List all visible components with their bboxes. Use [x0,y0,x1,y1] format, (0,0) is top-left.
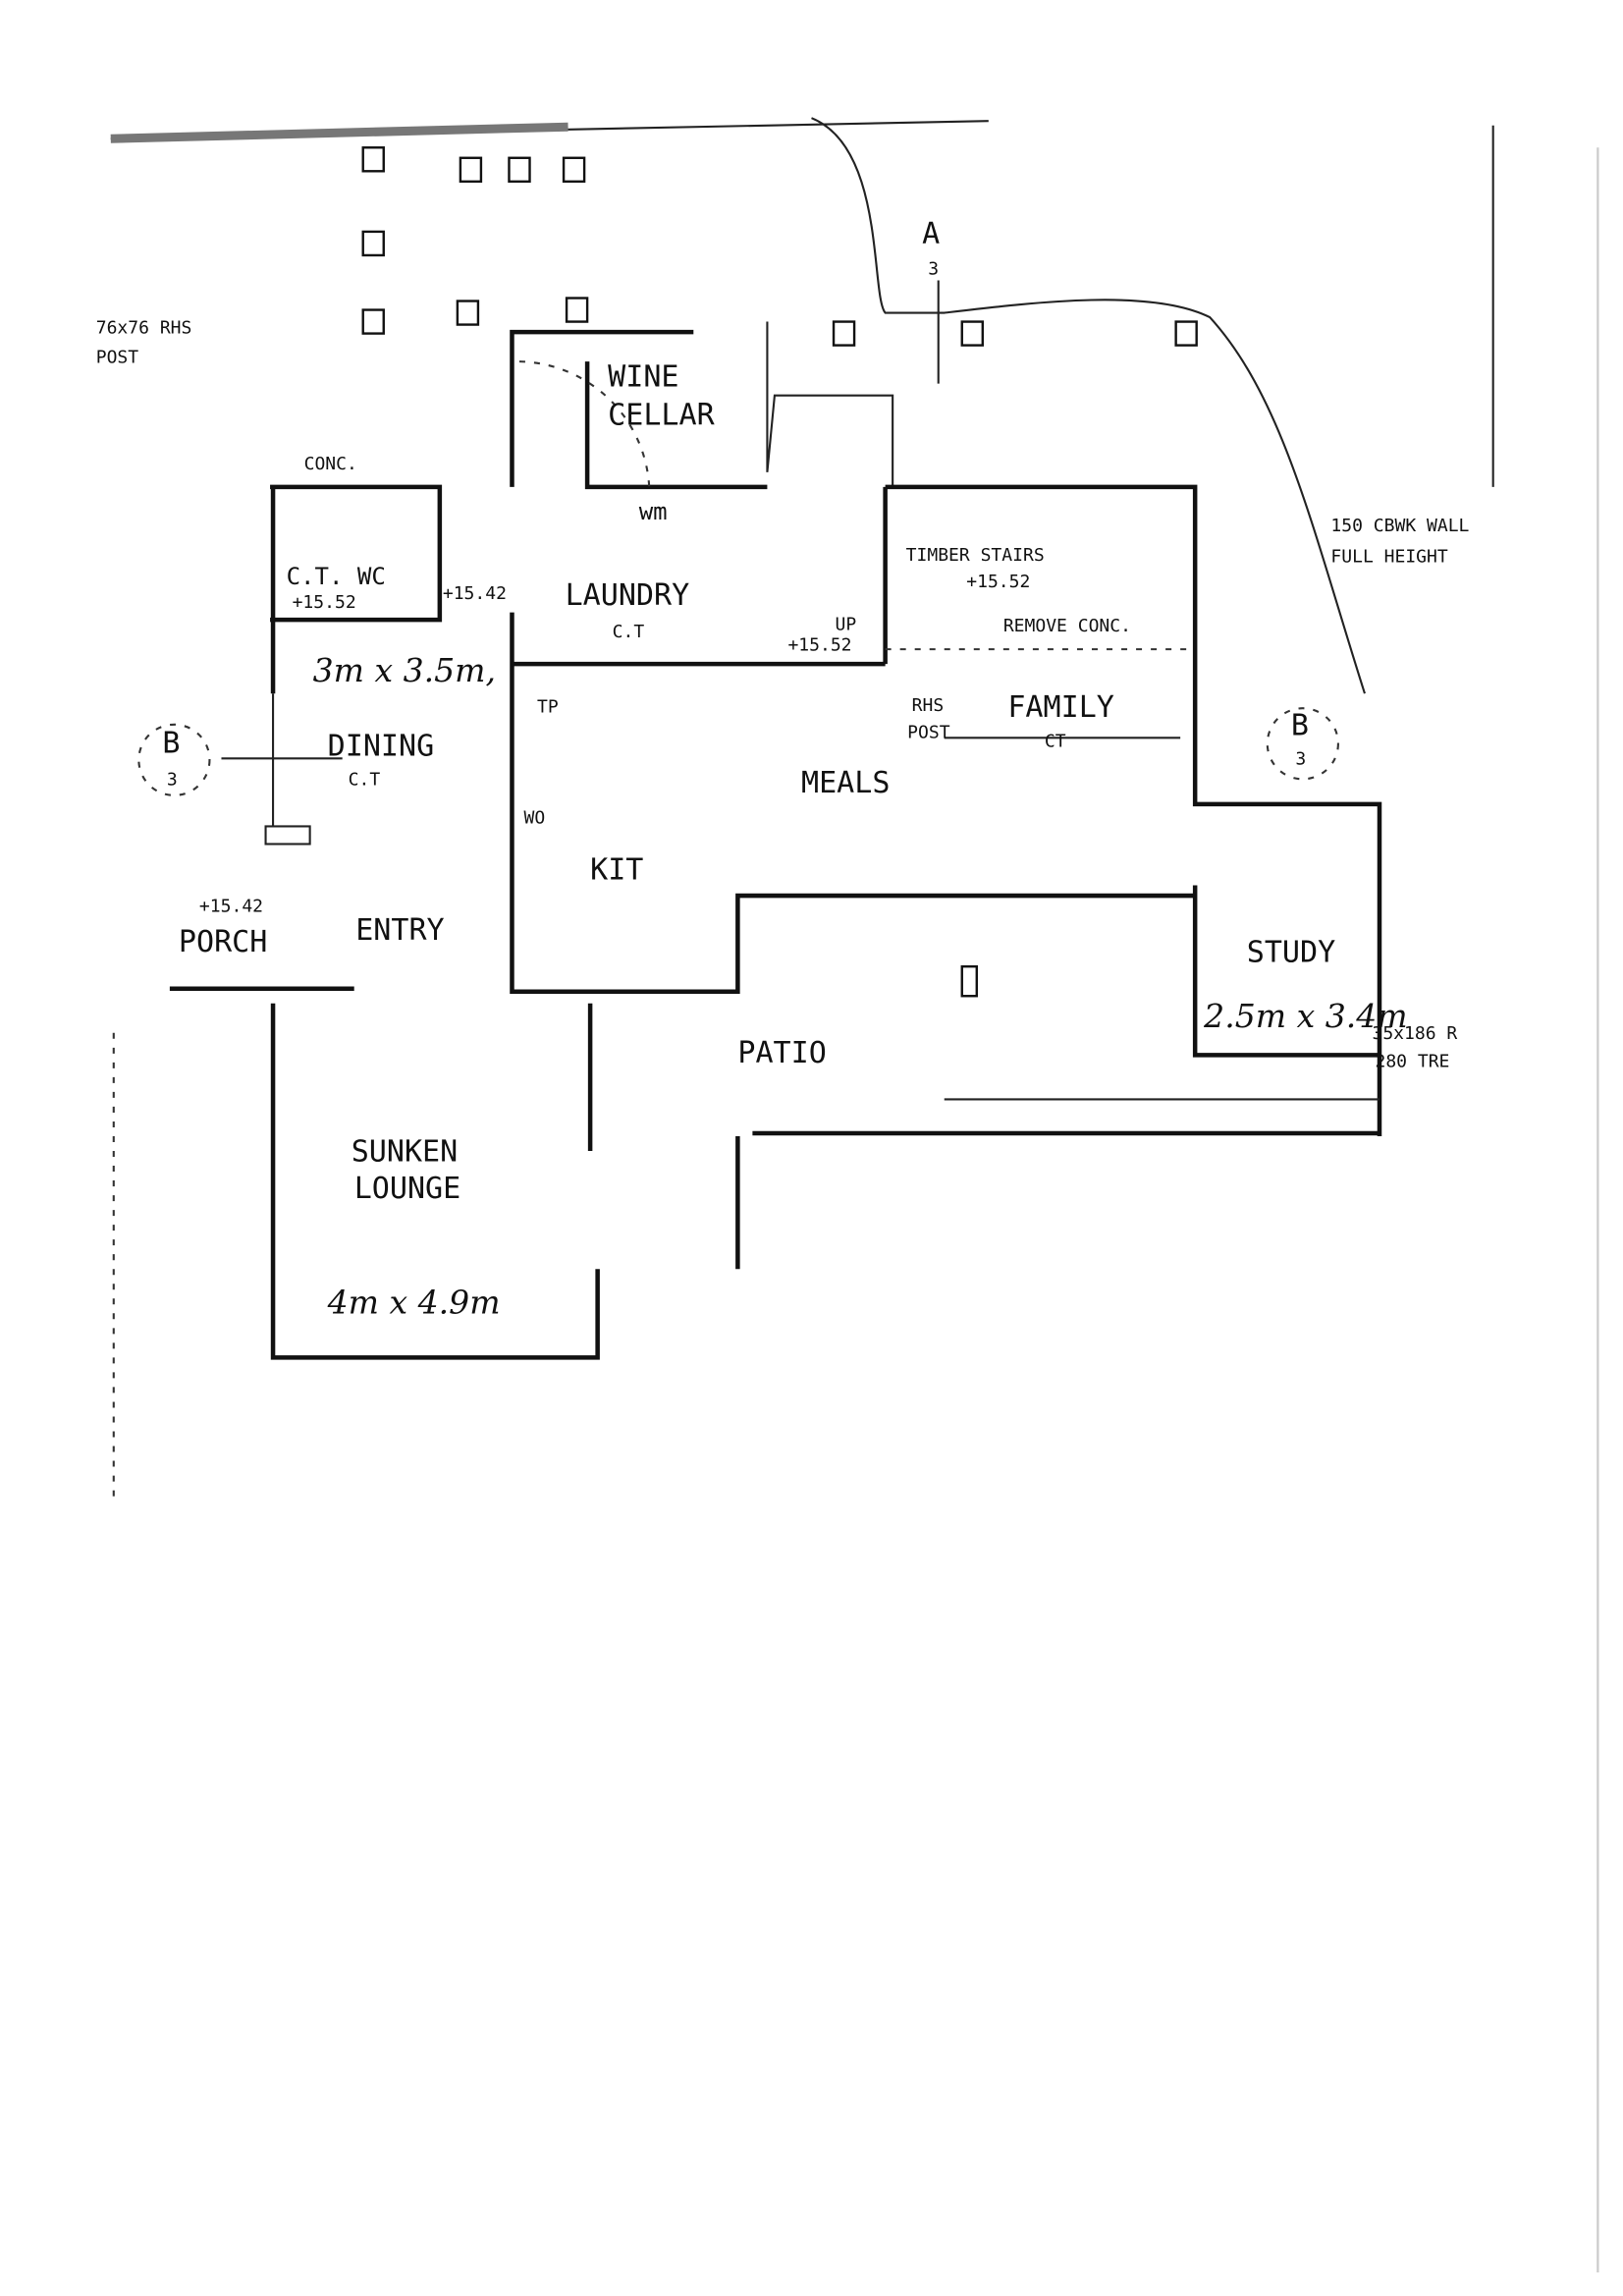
note-timber-2: 280 TRE [1375,1051,1449,1071]
room-sunken: SUNKEN [352,1135,459,1170]
room-study: STUDY [1247,936,1335,970]
room-timber-stairs: TIMBER STAIRS [906,545,1045,566]
room-porch: PORCH [179,925,267,959]
remove-conc: REMOVE CONC. [1003,616,1131,636]
note-post: POST [96,348,139,368]
room-laundry: LAUNDRY [566,578,690,613]
walls [137,280,1382,1360]
wc-level: +15.52 [293,592,356,613]
laundry-level: +15.42 [443,583,507,604]
stair-up-level: +15.52 [787,635,851,656]
washing-machine: wm [639,498,668,525]
section-b-right-letter: B [1291,708,1309,742]
room-kit: KIT [590,853,643,888]
note-timber-1: 35x186 R [1372,1023,1457,1044]
family-finish: CT [1045,731,1066,751]
stairs-level: +15.52 [966,572,1030,592]
porch-level: +15.42 [199,897,263,917]
section-b-left-sheet: 3 [167,769,178,790]
section-b-right-sheet: 3 [1295,748,1306,769]
room-patio: PATIO [737,1036,826,1070]
room-wine: WINE [608,360,678,395]
section-a-sheet: 3 [928,258,939,279]
note-rhs-post: POST [907,722,950,742]
tp-label: TP [537,697,559,718]
room-wc: C.T. WC [287,563,386,590]
room-cellar: CELLAR [608,399,715,433]
note-post-size: 76x76 RHS [96,318,192,339]
room-family: FAMILY [1007,690,1114,725]
note-wall-1: 150 CBWK WALL [1330,516,1469,536]
wall-oven: WO [523,807,545,828]
posts [361,146,1198,998]
stair-up: UP [836,615,857,635]
lounge-dimensions: 4m x 4.9m [327,1283,501,1321]
note-conc: CONC. [304,454,357,474]
note-rhs: RHS [912,695,945,716]
study-dimensions: 2.5m x 3.4m [1203,997,1407,1035]
room-entry: ENTRY [355,913,444,948]
section-a-letter: A [922,217,940,251]
dining-finish: C.T [349,769,381,790]
boundary-lines [110,117,1599,2272]
labels: 76x76 RHS POST CONC. 150 CBWK WALL FULL … [96,217,1470,1321]
room-meals: MEALS [801,766,890,800]
dining-dimensions: 3m x 3.5m, [313,651,496,689]
room-dining: DINING [328,729,435,763]
note-wall-2: FULL HEIGHT [1330,546,1447,567]
room-lounge: LOUNGE [354,1172,461,1206]
laundry-finish: C.T [613,622,645,642]
section-b-left-letter: B [162,726,180,760]
